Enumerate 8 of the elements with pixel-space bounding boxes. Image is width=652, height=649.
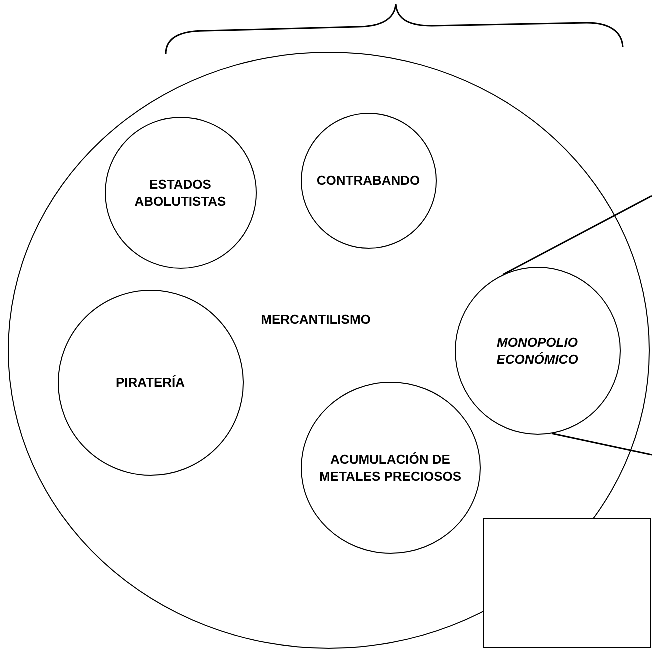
concept-label: PIRATERÍA bbox=[114, 374, 186, 391]
connector-line bbox=[552, 433, 652, 456]
concept-label: MERCANTILISMO bbox=[260, 311, 372, 328]
concept-label: ACUMULACIÓN DE METALES PRECIOSOS bbox=[318, 450, 463, 484]
connector-line bbox=[502, 195, 652, 276]
concept-label: ESTADOS ABOLUTISTAS bbox=[134, 176, 228, 210]
concept-label: MONOPOLIO ECONÓMICO bbox=[496, 334, 580, 368]
concept-label: CONTRABANDO bbox=[316, 172, 422, 189]
